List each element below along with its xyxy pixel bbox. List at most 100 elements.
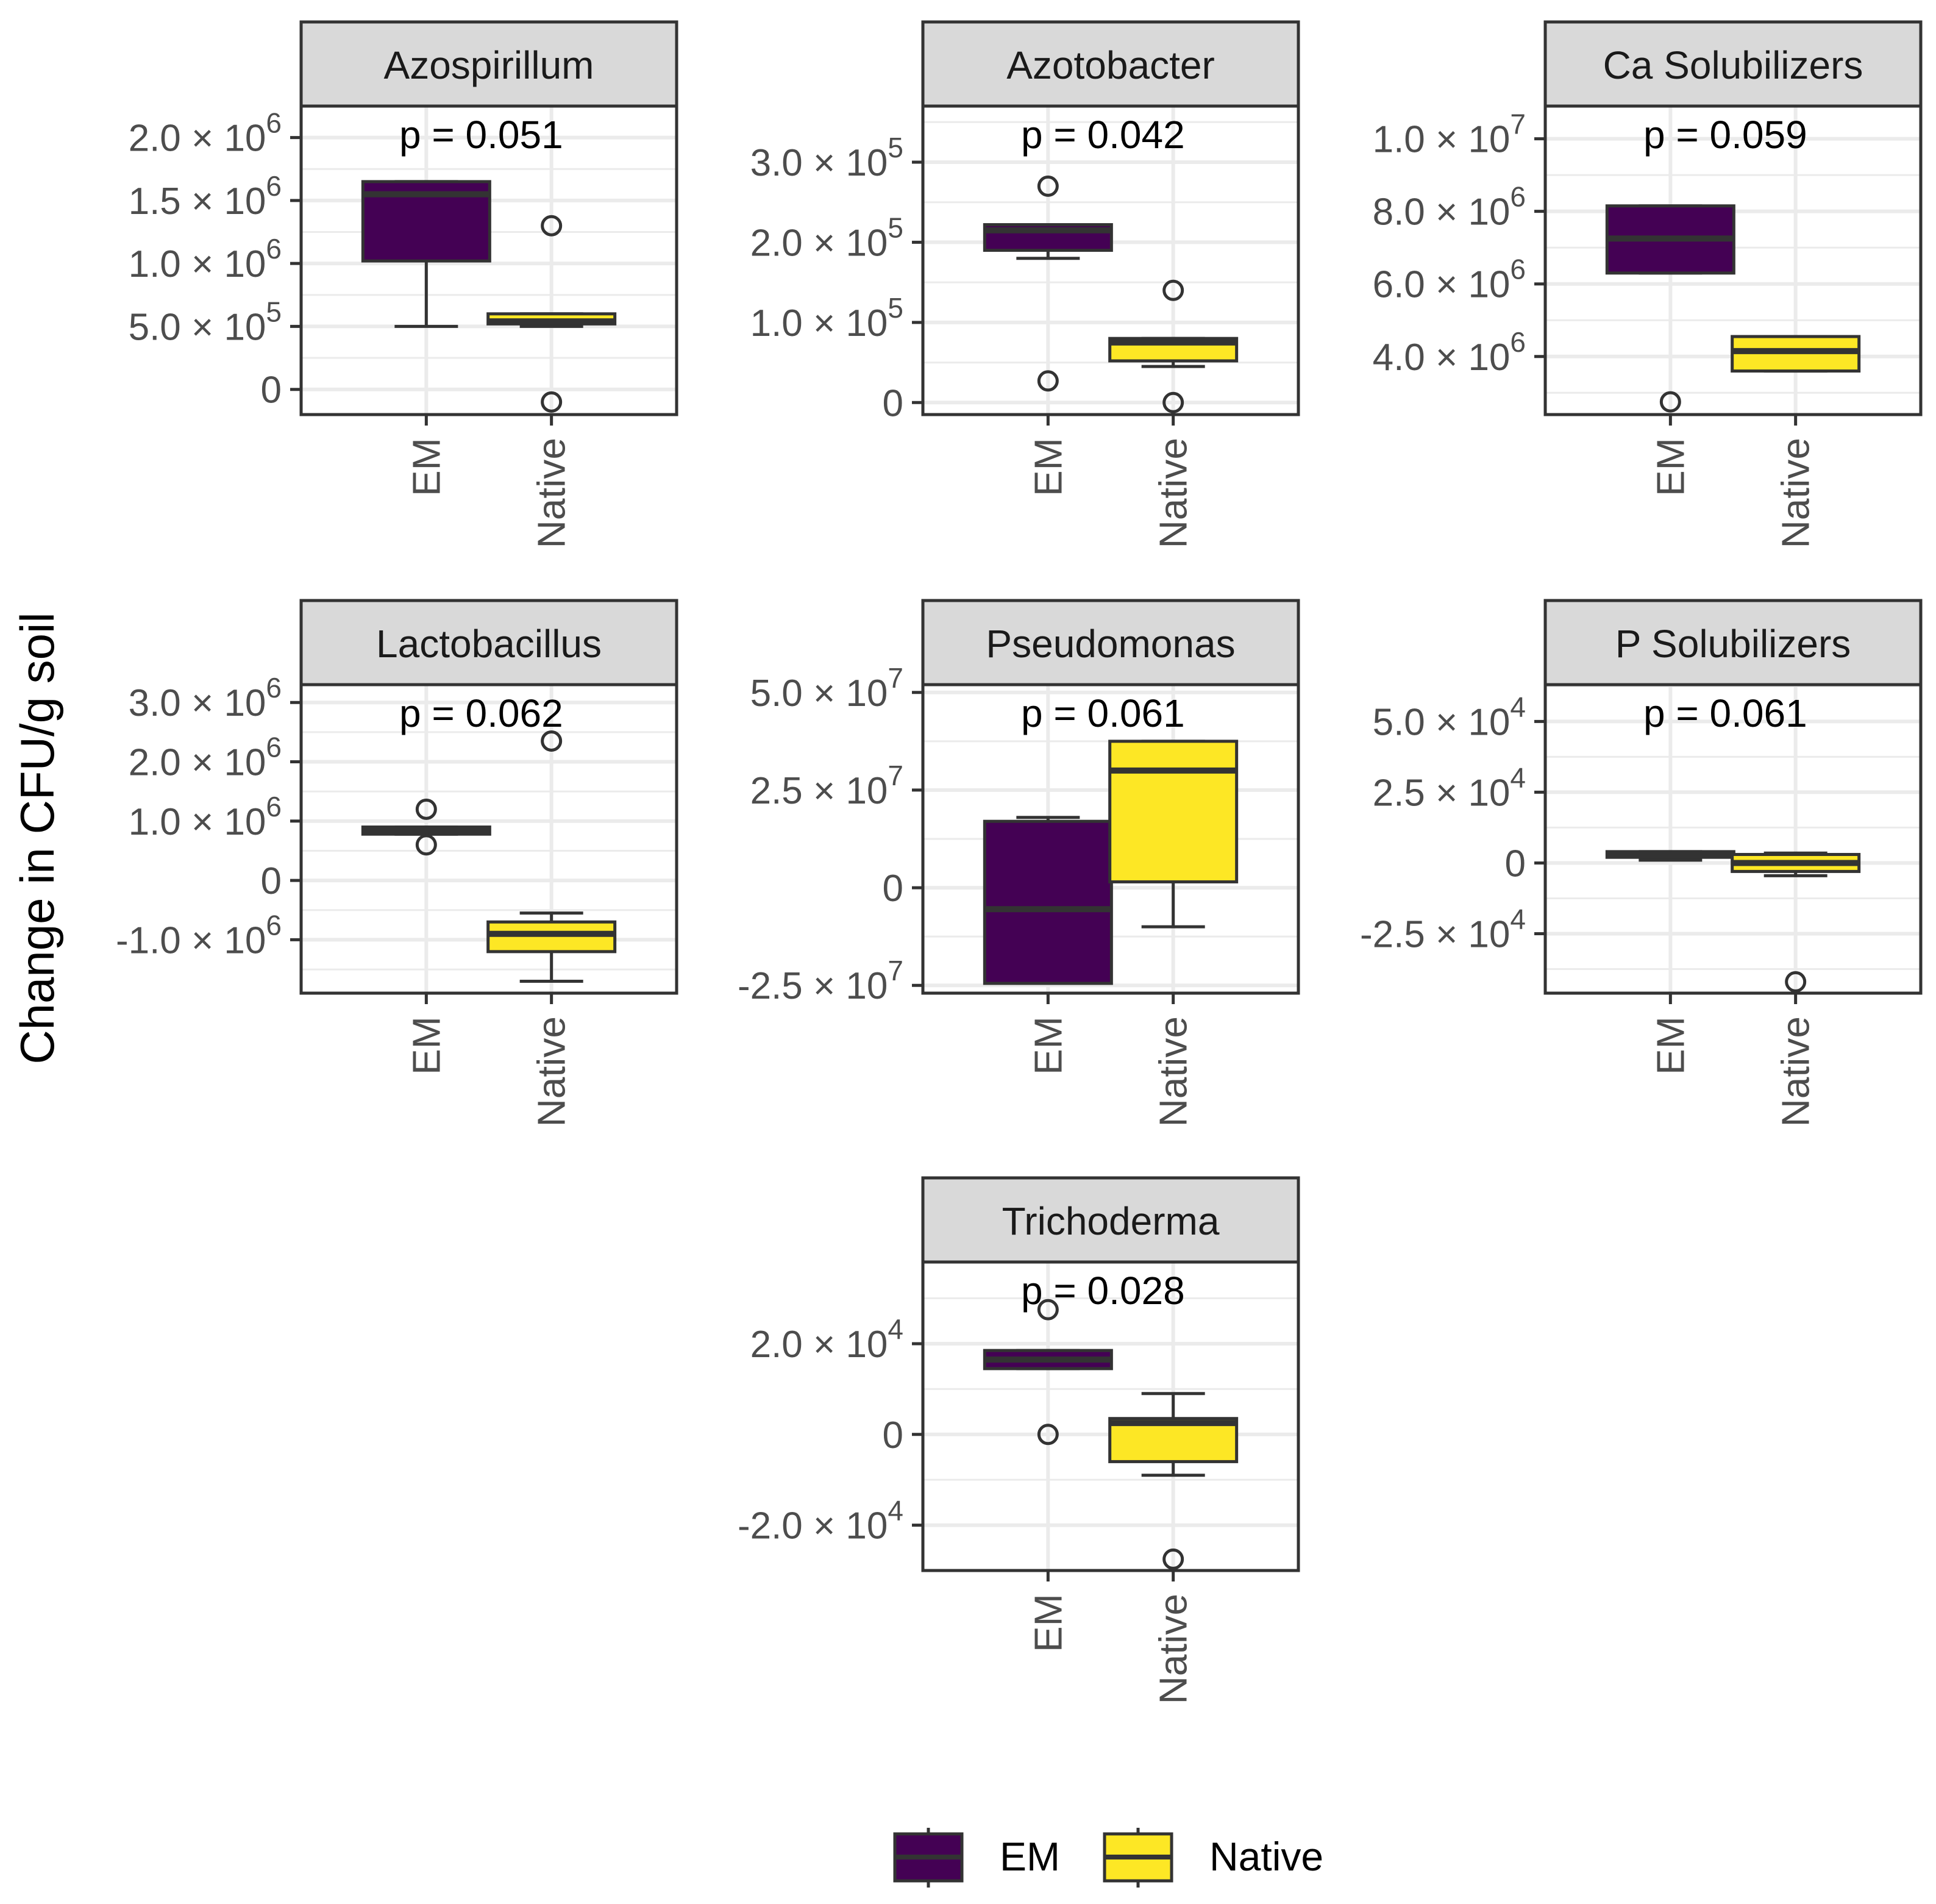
box-iqr xyxy=(1108,740,1239,883)
y-tick-label: 1.0 × 105 xyxy=(750,292,903,344)
y-tick-mantissa: -1.0 × 10 xyxy=(116,919,266,961)
facet-strip xyxy=(921,20,1300,108)
outlier-point xyxy=(1659,391,1681,413)
y-tick-label: 4.0 × 106 xyxy=(1373,326,1526,379)
y-tick-label: 6.0 × 106 xyxy=(1373,254,1526,306)
x-tick-label-em: EM xyxy=(1026,1594,1070,1652)
box-native xyxy=(1108,279,1239,413)
y-tick-label: 0 xyxy=(883,382,903,424)
x-tick-label-em: EM xyxy=(1648,1016,1692,1075)
y-tick-mantissa: 1.0 × 10 xyxy=(129,243,266,285)
y-axis-title: Change in CFU/g soil xyxy=(10,612,64,1064)
x-tick-label-native: Native xyxy=(1774,438,1818,548)
y-tick-mantissa: 0 xyxy=(883,382,903,424)
facet-strip xyxy=(299,20,678,108)
legend-label: EM xyxy=(1000,1834,1060,1879)
legend: EM Native xyxy=(893,1828,1323,1888)
y-tick-exponent: 7 xyxy=(888,760,903,791)
y-tick-exponent: 6 xyxy=(266,233,282,265)
panel-border xyxy=(1543,104,1923,416)
x-tick-label-native: Native xyxy=(1151,1016,1195,1127)
y-tick-exponent: 4 xyxy=(1510,691,1526,722)
facet-title: Trichoderma xyxy=(1002,1199,1220,1243)
y-tick-mantissa: 8.0 × 10 xyxy=(1373,191,1511,234)
facet-title: Ca Solubilizers xyxy=(1603,43,1863,87)
y-tick-label: 8.0 × 106 xyxy=(1373,181,1526,234)
y-tick-exponent: 6 xyxy=(1510,181,1526,213)
y-tick-mantissa: 0 xyxy=(883,868,903,910)
panel-border xyxy=(921,104,1300,416)
y-tick-mantissa: -2.5 × 10 xyxy=(738,965,888,1007)
y-tick-exponent: 5 xyxy=(888,132,903,163)
y-tick-label: 1.0 × 106 xyxy=(129,791,282,843)
y-tick-mantissa: 5.0 × 10 xyxy=(1373,701,1511,743)
y-tick-mantissa: 2.5 × 10 xyxy=(750,770,888,812)
y-tick-exponent: 6 xyxy=(1510,254,1526,285)
box-em xyxy=(361,798,491,856)
y-tick-label: 5.0 × 105 xyxy=(129,296,282,348)
panel-border xyxy=(921,683,1300,995)
y-tick-label: 1.0 × 107 xyxy=(1373,109,1526,161)
x-tick-label-native: Native xyxy=(1151,1594,1195,1704)
y-tick-label: 3.0 × 105 xyxy=(750,132,903,184)
y-tick-label: 1.5 × 106 xyxy=(129,170,282,223)
y-tick-mantissa: 1.5 × 10 xyxy=(129,180,266,223)
outlier-point xyxy=(1037,370,1059,392)
legend-label: Native xyxy=(1209,1834,1323,1879)
legend-item-native: Native xyxy=(1103,1828,1323,1888)
y-tick-exponent: 4 xyxy=(1510,761,1526,793)
y-tick-label: 2.0 × 104 xyxy=(750,1313,903,1366)
y-tick-mantissa: 3.0 × 10 xyxy=(129,682,266,724)
y-tick-exponent: 6 xyxy=(266,672,282,704)
y-tick-label: 2.0 × 106 xyxy=(129,732,282,784)
y-tick-label: -2.5 × 107 xyxy=(738,955,903,1007)
box-em xyxy=(361,180,491,328)
y-tick-mantissa: 3.0 × 10 xyxy=(750,142,888,184)
box-native xyxy=(1108,1392,1239,1570)
facet-title: Pseudomonas xyxy=(986,622,1235,666)
y-tick-exponent: 7 xyxy=(1510,109,1526,140)
y-tick-mantissa: 2.0 × 10 xyxy=(750,222,888,264)
y-tick-exponent: 6 xyxy=(266,791,282,822)
outlier-point xyxy=(1162,1548,1184,1570)
y-tick-exponent: 4 xyxy=(888,1313,903,1345)
y-tick-mantissa: 1.0 × 10 xyxy=(1373,119,1511,161)
y-tick-exponent: 6 xyxy=(266,909,282,941)
p-value-label: p = 0.028 xyxy=(1021,1269,1185,1313)
facet-strip xyxy=(299,599,678,686)
panel-background xyxy=(923,1262,1298,1571)
outlier-point xyxy=(541,391,563,413)
outlier-point xyxy=(541,215,563,237)
y-tick-label: 5.0 × 104 xyxy=(1373,691,1526,743)
y-tick-mantissa: 0 xyxy=(1505,843,1526,885)
y-tick-exponent: 4 xyxy=(1510,904,1526,935)
y-tick-exponent: 5 xyxy=(888,292,903,324)
p-value-label: p = 0.061 xyxy=(1021,691,1185,735)
legend-item-em: EM xyxy=(893,1828,1060,1888)
facet-title: P Solubilizers xyxy=(1615,622,1851,666)
y-tick-exponent: 7 xyxy=(888,955,903,986)
p-value-label: p = 0.059 xyxy=(1643,113,1807,157)
y-tick-exponent: 7 xyxy=(888,662,903,694)
y-tick-mantissa: 2.0 × 10 xyxy=(129,118,266,160)
panel-background xyxy=(1545,685,1921,993)
y-tick-mantissa: 0 xyxy=(261,860,282,902)
y-tick-mantissa: -2.0 × 10 xyxy=(738,1505,888,1547)
y-tick-label: 2.5 × 104 xyxy=(1373,761,1526,814)
outlier-point xyxy=(1785,971,1807,993)
p-value-label: p = 0.051 xyxy=(399,113,563,157)
x-tick-label-em: EM xyxy=(1026,1016,1070,1075)
box-em xyxy=(983,816,1113,985)
outlier-point xyxy=(415,798,437,820)
facet-title: Azospirillum xyxy=(384,43,594,87)
y-tick-mantissa: 2.0 × 10 xyxy=(129,742,266,784)
panel-border xyxy=(1543,683,1923,995)
y-tick-mantissa: 2.5 × 10 xyxy=(1373,772,1511,814)
